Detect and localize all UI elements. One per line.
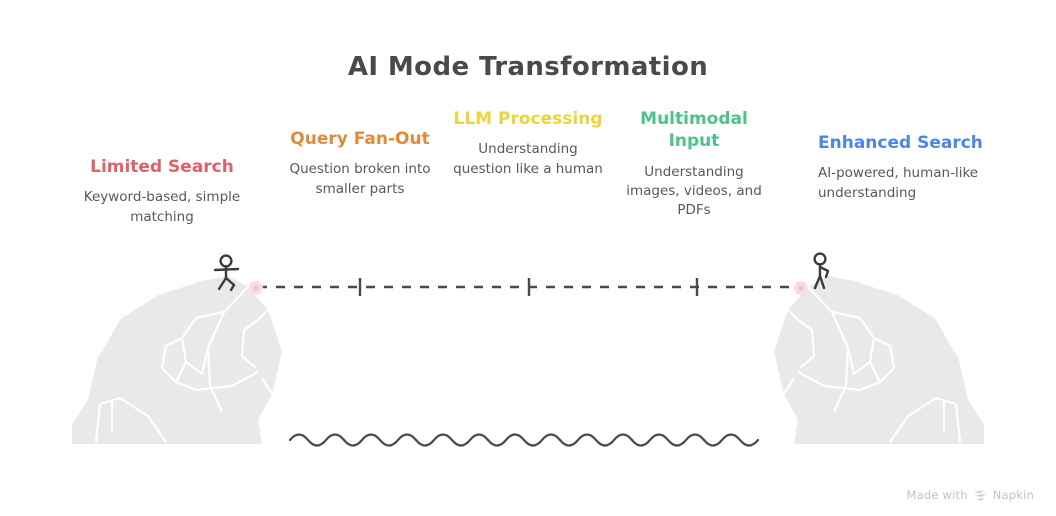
- page-title: AI Mode Transformation: [347, 52, 709, 82]
- stage-enhanced-search-description: AI-powered, human-like understanding: [818, 165, 979, 201]
- stage-enhanced-search-label: Enhanced Search: [818, 133, 983, 153]
- stage-llm-processing-description: Understanding question like a human: [453, 141, 603, 177]
- stage-enhanced-search: Enhanced Search AI-powered, human-like u…: [818, 132, 1008, 203]
- rock-cliff-right-icon: [774, 276, 984, 444]
- stage-llm-processing: LLM Processing Understanding question li…: [452, 108, 604, 179]
- footer-made-with-label: Made with: [906, 488, 968, 502]
- stick-figure-standing-icon: [813, 252, 830, 290]
- rock-cliff-left-icon: [72, 276, 282, 444]
- footer-brand-label: Napkin: [992, 488, 1034, 502]
- stage-limited-search-description: Keyword-based, simple matching: [83, 189, 241, 225]
- napkin-logo-icon: [973, 489, 986, 501]
- stage-multimodal-input: Multimodal Input Understanding images, v…: [616, 108, 772, 220]
- stage-query-fan-out: Query Fan-Out Question broken into small…: [277, 128, 443, 199]
- footer-attribution: Made with Napkin: [907, 488, 1035, 502]
- stage-limited-search: Limited Search Keyword-based, simple mat…: [62, 156, 262, 227]
- anchor-dot-left-core: [253, 285, 259, 291]
- stick-figure-walking-icon: [213, 254, 240, 292]
- stage-llm-processing-label: LLM Processing: [453, 109, 603, 129]
- stage-multimodal-input-description: Understanding images, videos, and PDFs: [626, 163, 762, 219]
- stage-limited-search-label: Limited Search: [90, 157, 234, 177]
- stage-query-fan-out-label: Query Fan-Out: [290, 129, 430, 149]
- stage-multimodal-input-label: Multimodal Input: [640, 109, 748, 152]
- stage-query-fan-out-description: Question broken into smaller parts: [289, 161, 431, 197]
- anchor-dot-right-core: [798, 285, 804, 291]
- wavy-water-line: [288, 433, 760, 447]
